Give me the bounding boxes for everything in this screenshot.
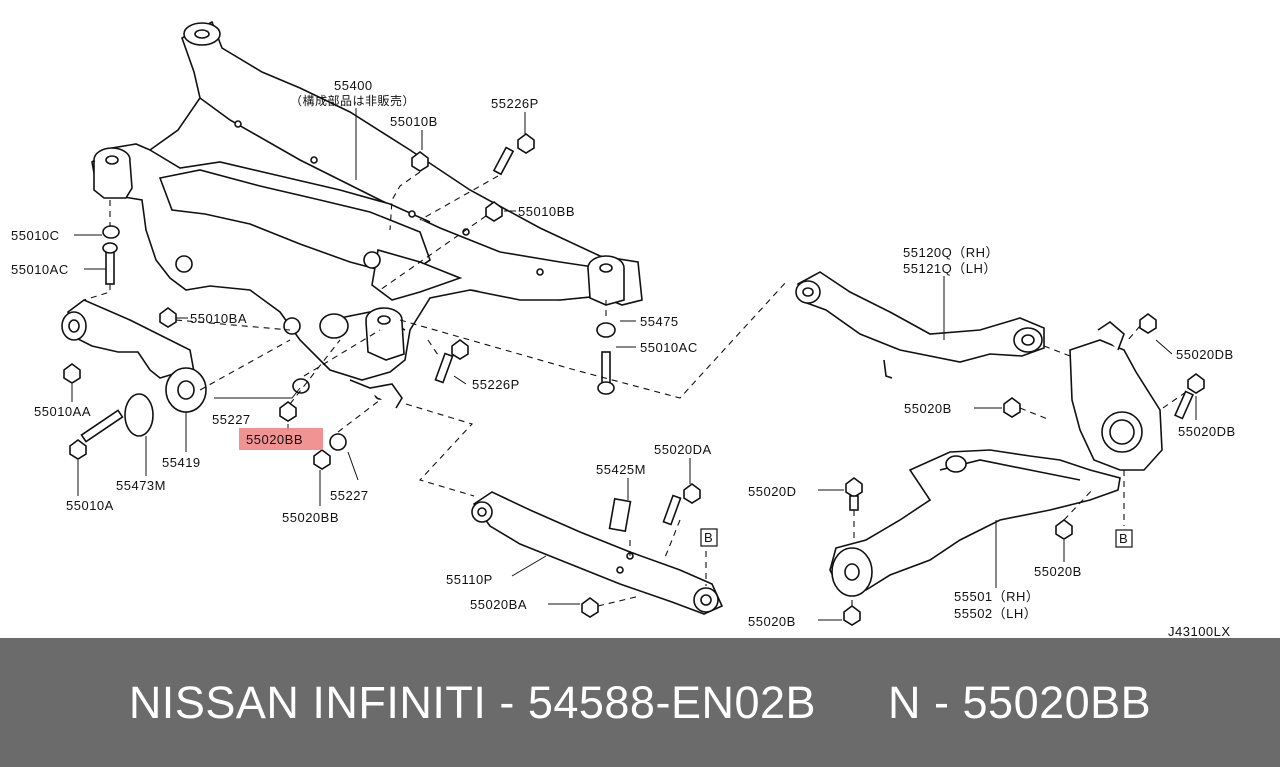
label-55020bb-bottom: 55020BB <box>282 510 339 525</box>
label-55020d: 55020D <box>748 484 797 499</box>
label-55010bb: 55010BB <box>518 204 575 219</box>
lower-arm <box>829 449 1121 597</box>
label-55419: 55419 <box>162 455 201 470</box>
rear-knuckle <box>1069 320 1163 471</box>
marker-b-right: B <box>1119 531 1128 546</box>
reference-markers: B B <box>700 528 1133 548</box>
label-55020db-top: 55020DB <box>1176 347 1234 362</box>
brand-part-number: NISSAN INFINITI - 54588-EN02B <box>128 676 817 728</box>
label-55020db-right: 55020DB <box>1178 424 1236 439</box>
label-55475: 55475 <box>640 314 679 329</box>
callout-labels: 55400 （構成部品は非販売） 55226P 55010B 55010BB 5… <box>11 78 1236 638</box>
label-55010b: 55010B <box>390 114 438 129</box>
label-55010ac-left: 55010AC <box>11 262 69 277</box>
part-number-banner: NISSAN INFINITI - 54588-EN02B N - 55020B… <box>0 638 1280 767</box>
parts-diagram: 55400 （構成部品は非販売） 55226P 55010B 55010BB 5… <box>11 20 1236 638</box>
label-55010ac-right: 55010AC <box>640 340 698 355</box>
fasteners <box>63 133 1205 626</box>
label-55020da: 55020DA <box>654 442 712 457</box>
lower-link <box>471 491 724 615</box>
label-55121q: 55121Q（LH） <box>903 261 997 276</box>
label-55400: 55400 <box>334 78 373 93</box>
label-55010a: 55010A <box>66 498 114 513</box>
rear-subframe <box>91 20 643 409</box>
guide-lines <box>83 171 1187 607</box>
label-55020b-top: 55020B <box>904 401 952 416</box>
reference-part-number: N - 55020BB <box>888 676 1152 728</box>
label-55020ba: 55020BA <box>470 597 527 612</box>
highlight-box <box>239 428 323 450</box>
label-55502: 55502（LH） <box>954 606 1037 621</box>
lower-link-bracket <box>61 299 207 437</box>
label-55010aa: 55010AA <box>34 404 91 419</box>
label-55120q: 55120Q（RH） <box>903 245 999 260</box>
upper-arm <box>795 271 1045 379</box>
marker-b-left: B <box>704 530 713 545</box>
label-55020bb-highlight: 55020BB <box>246 432 303 447</box>
leader-lines <box>71 108 1197 621</box>
label-55227-top: 55227 <box>212 412 251 427</box>
label-55501: 55501（RH） <box>954 589 1039 604</box>
label-55400-note: （構成部品は非販売） <box>290 93 415 108</box>
label-55010ba: 55010BA <box>190 311 247 326</box>
label-55020b-bottom: 55020B <box>748 614 796 629</box>
label-55473m: 55473M <box>116 478 166 493</box>
label-55425m: 55425M <box>596 462 646 477</box>
label-55226p-top: 55226P <box>491 96 539 111</box>
label-55020b-mid: 55020B <box>1034 564 1082 579</box>
label-55010c: 55010C <box>11 228 60 243</box>
label-55227-bottom: 55227 <box>330 488 369 503</box>
label-55110p: 55110P <box>446 572 493 587</box>
drawing-code: J43100LX <box>1168 624 1231 638</box>
label-55226p-mid: 55226P <box>472 377 520 392</box>
